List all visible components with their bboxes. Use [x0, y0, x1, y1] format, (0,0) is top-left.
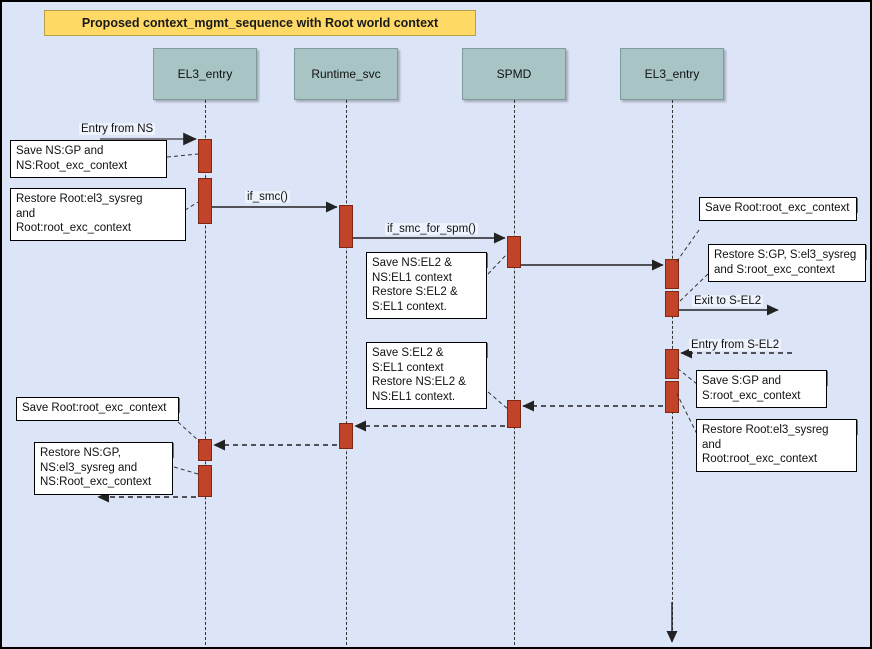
activation-runtime-svc-1 [339, 205, 353, 248]
note-restore-ns-gp: Restore NS:GP, NS:el3_sysreg and NS:Root… [34, 442, 173, 495]
note-save-root-exc-context-left: Save Root:root_exc_context [16, 397, 179, 421]
lifeline-head-spmd[interactable]: SPMD [462, 48, 566, 100]
lifeline-label: EL3_entry [177, 67, 233, 81]
lifeline-el3-entry-left [205, 100, 206, 645]
lifeline-head-el3-entry-right[interactable]: EL3_entry [620, 48, 724, 100]
activation-spmd-1 [507, 236, 521, 268]
note-restore-root-el3-sysreg: Restore Root:el3_sysreg and Root:root_ex… [10, 188, 186, 241]
note-restore-root-el3-sysreg-right: Restore Root:el3_sysreg and Root:root_ex… [696, 419, 857, 472]
message-label-exit-to-s-el2: Exit to S-EL2 [692, 295, 764, 307]
message-label-if-smc-for-spm: if_smc_for_spm() [385, 223, 478, 235]
activation-el3-entry-right-4 [665, 381, 679, 413]
activation-el3-entry-left-4 [198, 465, 212, 497]
note-save-s-gp: Save S:GP and S:root_exc_context [696, 370, 827, 408]
message-label-entry-from-s-el2: Entry from S-EL2 [689, 339, 782, 351]
activation-el3-entry-right-3 [665, 349, 679, 379]
lifeline-head-el3-entry-left[interactable]: EL3_entry [153, 48, 257, 100]
diagram-title: Proposed context_mgmt_sequence with Root… [44, 10, 476, 36]
activation-el3-entry-right-2 [665, 291, 679, 317]
lifeline-spmd [514, 100, 515, 645]
note-restore-s-gp: Restore S:GP, S:el3_sysreg and S:root_ex… [708, 244, 866, 282]
note-save-s-el2-restore-ns-el2: Save S:EL2 & S:EL1 context Restore NS:EL… [366, 342, 487, 409]
lifeline-label: EL3_entry [644, 67, 700, 81]
activation-el3-entry-left-2 [198, 178, 212, 224]
lifeline-label: Runtime_svc [311, 67, 381, 81]
activation-runtime-svc-2 [339, 423, 353, 449]
message-label-entry-from-ns: Entry from NS [79, 123, 156, 135]
note-save-ns-el2-restore-s-el2: Save NS:EL2 & NS:EL1 context Restore S:E… [366, 252, 487, 319]
lifeline-head-runtime-svc[interactable]: Runtime_svc [294, 48, 398, 100]
message-label-if-smc: if_smc() [245, 191, 290, 203]
activation-el3-entry-left-3 [198, 439, 212, 461]
lifeline-runtime-svc [346, 100, 347, 645]
lifeline-label: SPMD [496, 67, 532, 81]
activation-el3-entry-right-1 [665, 259, 679, 289]
activation-spmd-2 [507, 400, 521, 428]
note-save-ns-gp: Save NS:GP and NS:Root_exc_context [10, 140, 167, 178]
note-save-root-exc-context-right: Save Root:root_exc_context [699, 197, 857, 221]
activation-el3-entry-left-1 [198, 139, 212, 173]
